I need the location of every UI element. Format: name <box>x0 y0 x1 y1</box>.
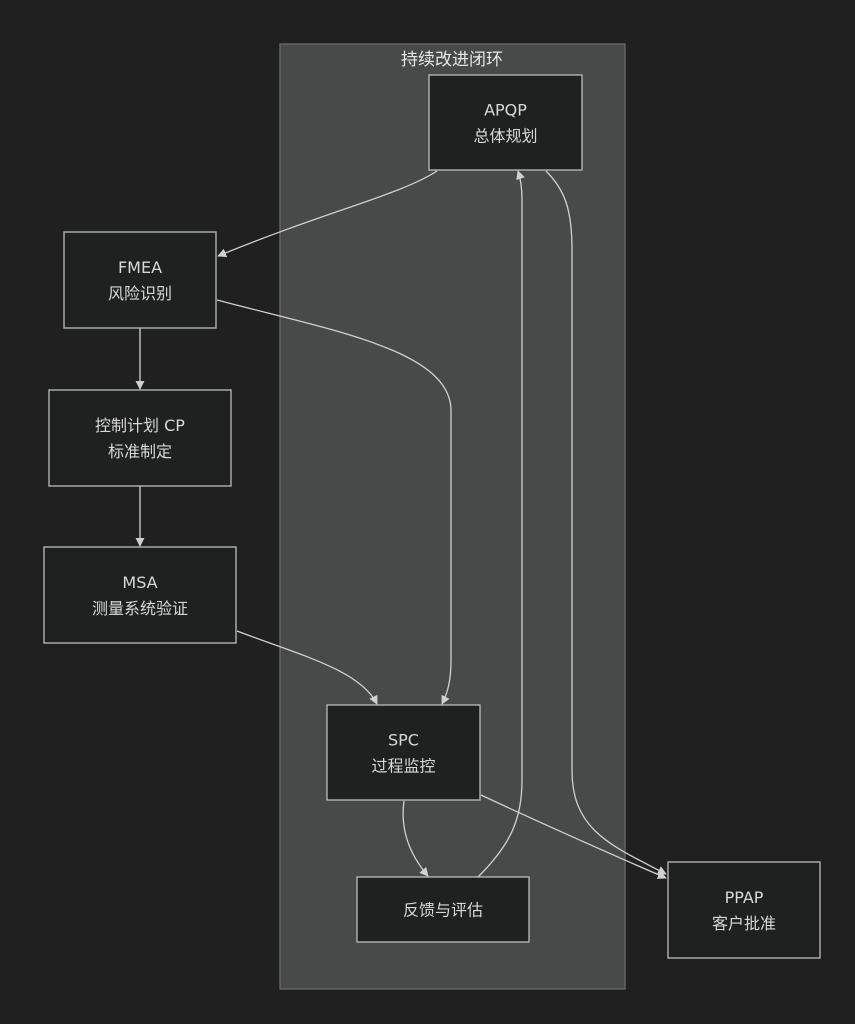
node-box[interactable] <box>43 546 237 644</box>
node-box[interactable] <box>667 861 821 959</box>
edge-feedback-to-apqp[interactable] <box>477 170 525 878</box>
node-cp[interactable]: 控制计划 CP 标准制定 <box>48 389 232 487</box>
cluster-box <box>279 43 626 990</box>
edge-fmea-to-spc[interactable] <box>216 299 452 705</box>
node-apqp[interactable]: APQP 总体规划 <box>428 74 583 171</box>
node-subtitle: 反馈与评估 <box>403 901 483 920</box>
cluster-label: 持续改进闭环 <box>401 50 503 70</box>
node-feedback[interactable]: 反馈与评估 <box>356 876 530 943</box>
node-title: 控制计划 CP <box>95 416 185 435</box>
node-subtitle: 测量系统验证 <box>92 599 188 618</box>
node-title: FMEA <box>118 258 162 277</box>
node-ppap[interactable]: PPAP 客户批准 <box>667 861 821 959</box>
edge-apqp-to-fmea[interactable] <box>217 170 438 258</box>
node-title: PPAP <box>725 888 764 907</box>
node-title: APQP <box>484 101 527 120</box>
edge-spc-to-ppap[interactable] <box>480 794 667 879</box>
node-title: SPC <box>388 731 419 750</box>
cluster-continuous-improvement-loop: 持续改进闭环 <box>279 43 626 990</box>
edge-apqp-to-ppap[interactable] <box>545 170 667 875</box>
edge-msa-to-spc[interactable] <box>236 630 378 705</box>
edge-spc-to-feedback[interactable] <box>402 800 429 877</box>
node-subtitle: 总体规划 <box>473 127 537 146</box>
node-box[interactable] <box>356 876 530 943</box>
node-box[interactable] <box>63 231 217 329</box>
node-subtitle: 标准制定 <box>108 442 172 461</box>
node-spc[interactable]: SPC 过程监控 <box>326 704 481 801</box>
node-box[interactable] <box>48 389 232 487</box>
node-subtitle: 客户批准 <box>712 914 776 933</box>
node-box[interactable] <box>326 704 481 801</box>
edges <box>135 170 667 879</box>
node-title: MSA <box>122 573 157 592</box>
node-fmea[interactable]: FMEA 风险识别 <box>63 231 217 329</box>
node-subtitle: 过程监控 <box>371 757 435 776</box>
node-subtitle: 风险识别 <box>108 284 172 303</box>
node-msa[interactable]: MSA 测量系统验证 <box>43 546 237 644</box>
node-box[interactable] <box>428 74 583 171</box>
